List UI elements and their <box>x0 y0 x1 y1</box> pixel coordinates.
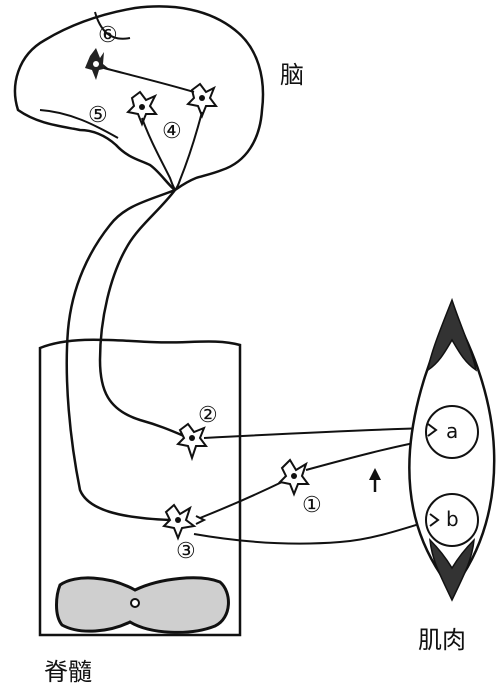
receptor-a <box>425 405 479 459</box>
nerve-ending-a <box>427 423 438 437</box>
neuron-5 <box>125 90 158 127</box>
brain-label: 脑 <box>280 61 304 89</box>
brain-fold-2 <box>39 109 119 139</box>
fiber-2-to-a <box>203 427 429 439</box>
receptor-b <box>425 493 479 547</box>
brain-outline <box>13 5 265 192</box>
nerve-ending-b <box>429 513 440 527</box>
spinal-cord-outline <box>38 338 242 637</box>
spinal-cord-label: 脊髓 <box>44 658 92 686</box>
neuron-1 <box>277 458 310 497</box>
neuron-4 <box>185 82 218 119</box>
axon-6-to-4 <box>103 67 195 93</box>
receptor-label-b: b <box>446 507 459 531</box>
neuron-label-1: ① <box>302 493 322 518</box>
neuron-3 <box>161 503 207 541</box>
neuron-label-4: ④ <box>162 119 182 144</box>
neuron-2 <box>175 422 208 462</box>
neuron-label-5: ⑤ <box>88 103 108 128</box>
arrow-icon <box>369 468 381 492</box>
fiber-1-to-3 <box>199 481 283 519</box>
fiber-b-to-3 <box>193 519 433 545</box>
axon-4-down <box>174 111 203 191</box>
axon-5-down <box>141 117 176 191</box>
central-canal <box>130 598 140 608</box>
spinal-cord-cross-section <box>55 576 230 634</box>
muscle-tendon-bottom <box>429 537 475 602</box>
receptor-label-a: a <box>446 419 458 443</box>
neuron-label-2: ② <box>198 403 218 428</box>
muscle-label: 肌肉 <box>418 626 466 654</box>
muscle-tendon-top <box>427 297 478 372</box>
descending-tract-inner <box>98 189 185 438</box>
brain-fold-1 <box>94 11 131 40</box>
neuron-label-6: ⑥ <box>98 23 118 48</box>
descending-tract-outer <box>65 188 176 522</box>
neuron-6 <box>85 48 108 80</box>
neuron-label-3: ③ <box>176 539 196 564</box>
